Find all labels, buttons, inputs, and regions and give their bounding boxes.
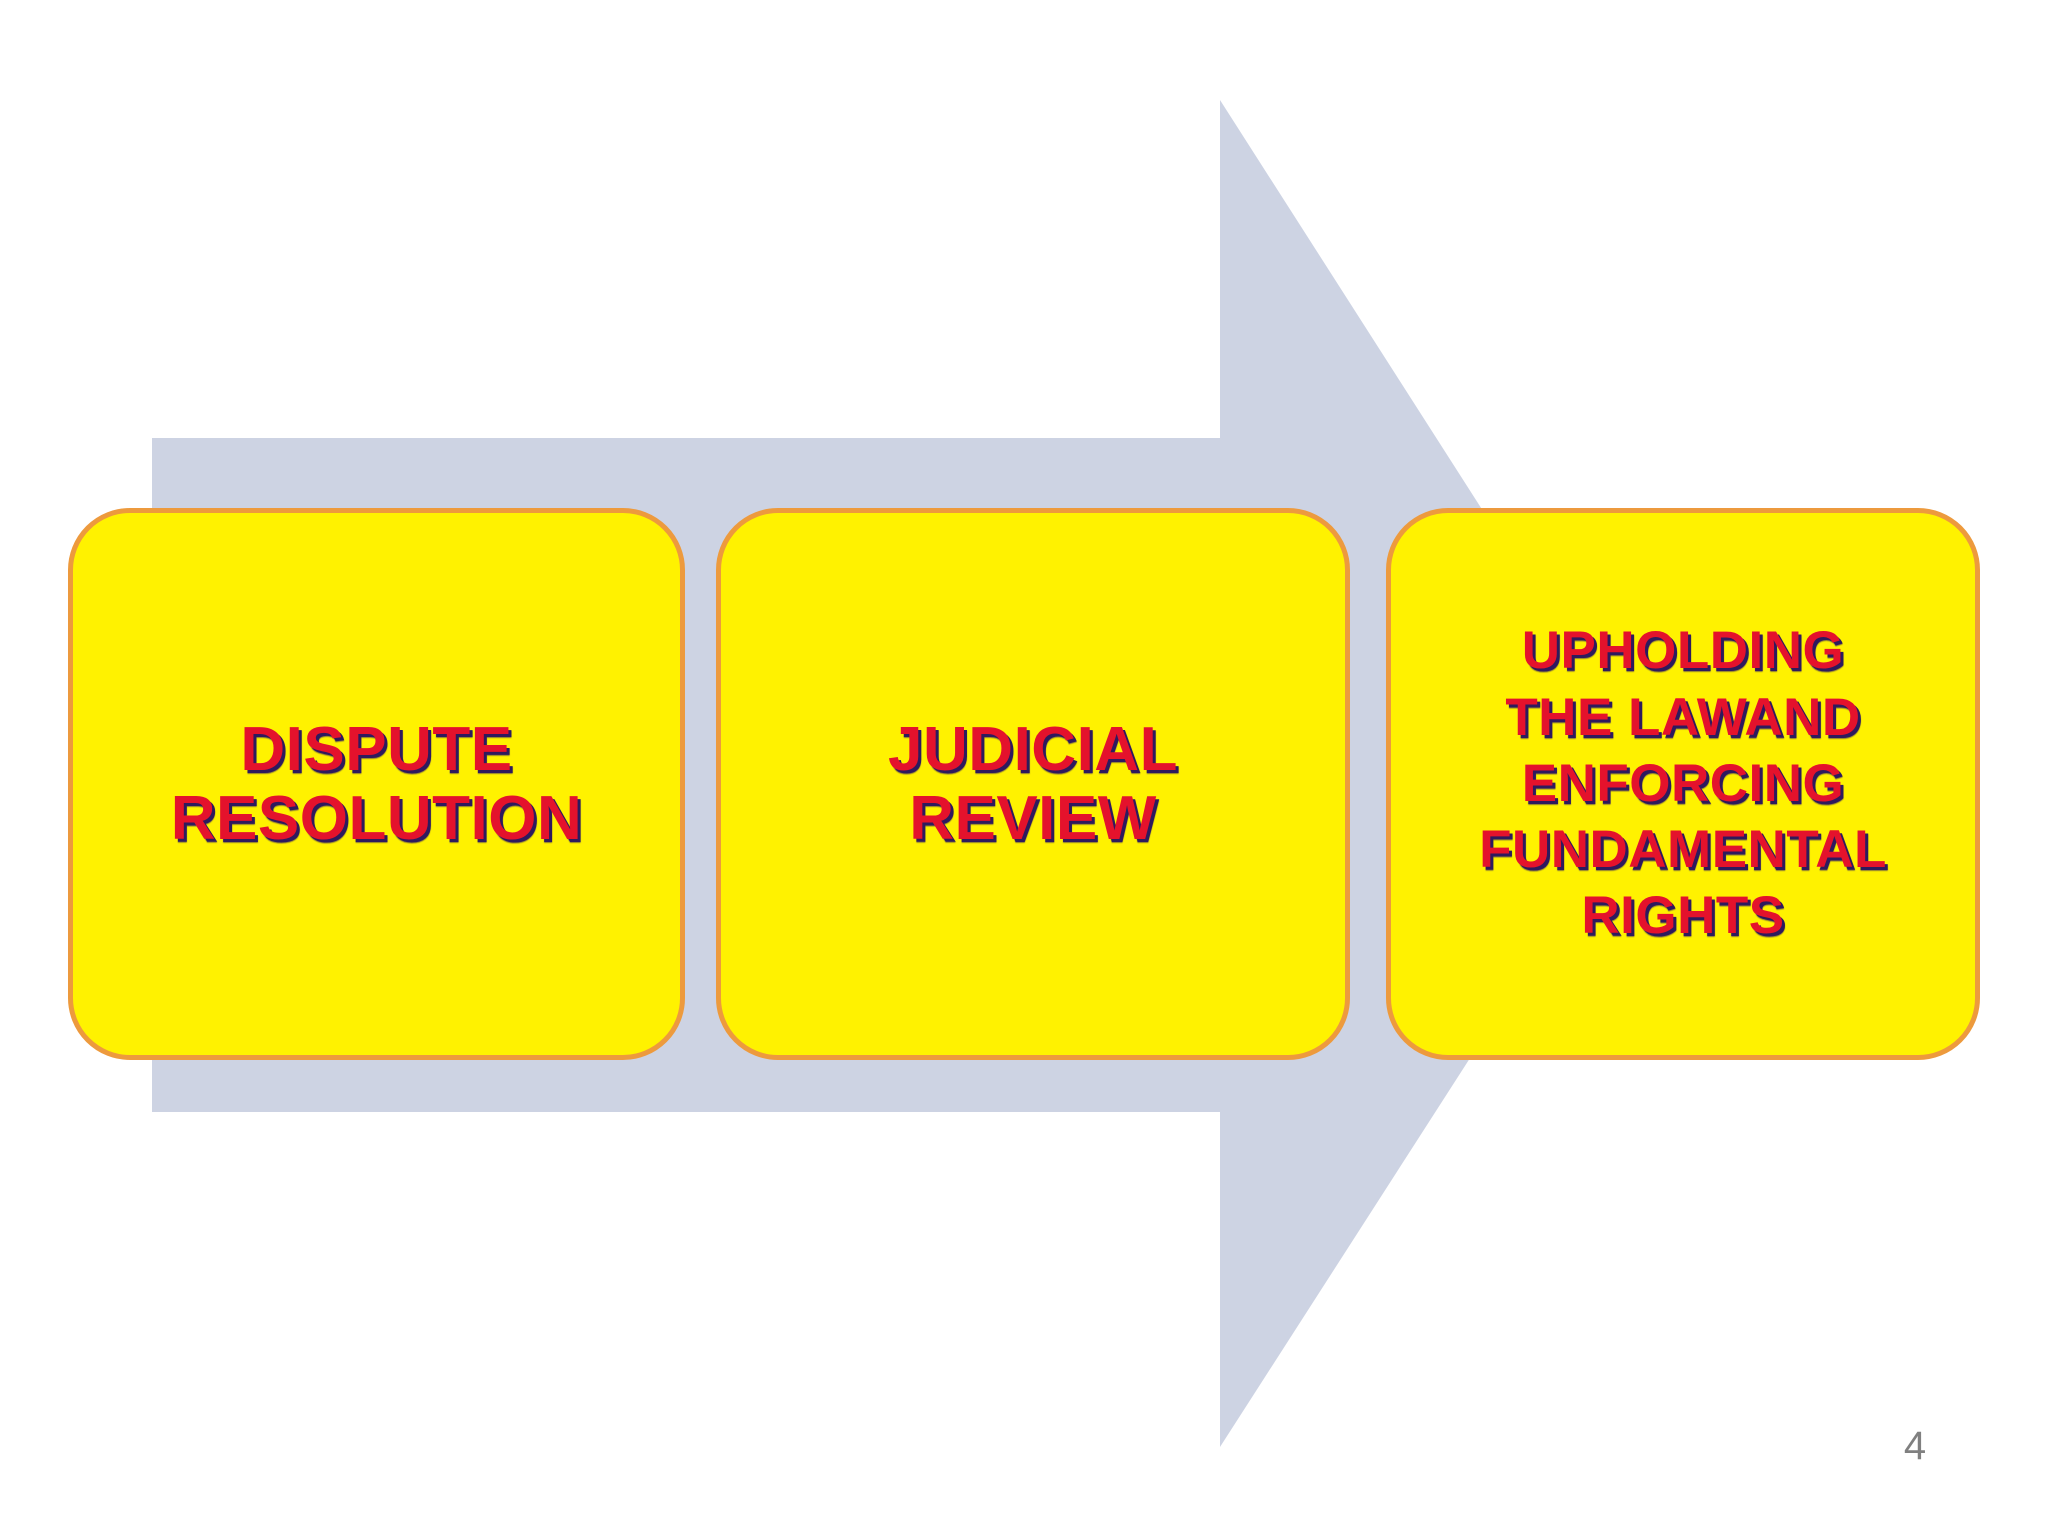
process-step-label: DISPUTE RESOLUTION (170, 714, 583, 853)
process-step-label: JUDICIAL REVIEW (888, 714, 1178, 853)
process-step-upholding-law-enforcing-rights[interactable]: UPHOLDING THE LAWAND ENFORCING FUNDAMENT… (1386, 508, 1980, 1060)
page-number: 4 (1903, 1424, 1927, 1468)
process-step-judicial-review[interactable]: JUDICIAL REVIEW (716, 508, 1350, 1060)
process-step-dispute-resolution[interactable]: DISPUTE RESOLUTION (68, 508, 685, 1060)
process-step-label: UPHOLDING THE LAWAND ENFORCING FUNDAMENT… (1479, 621, 1887, 946)
